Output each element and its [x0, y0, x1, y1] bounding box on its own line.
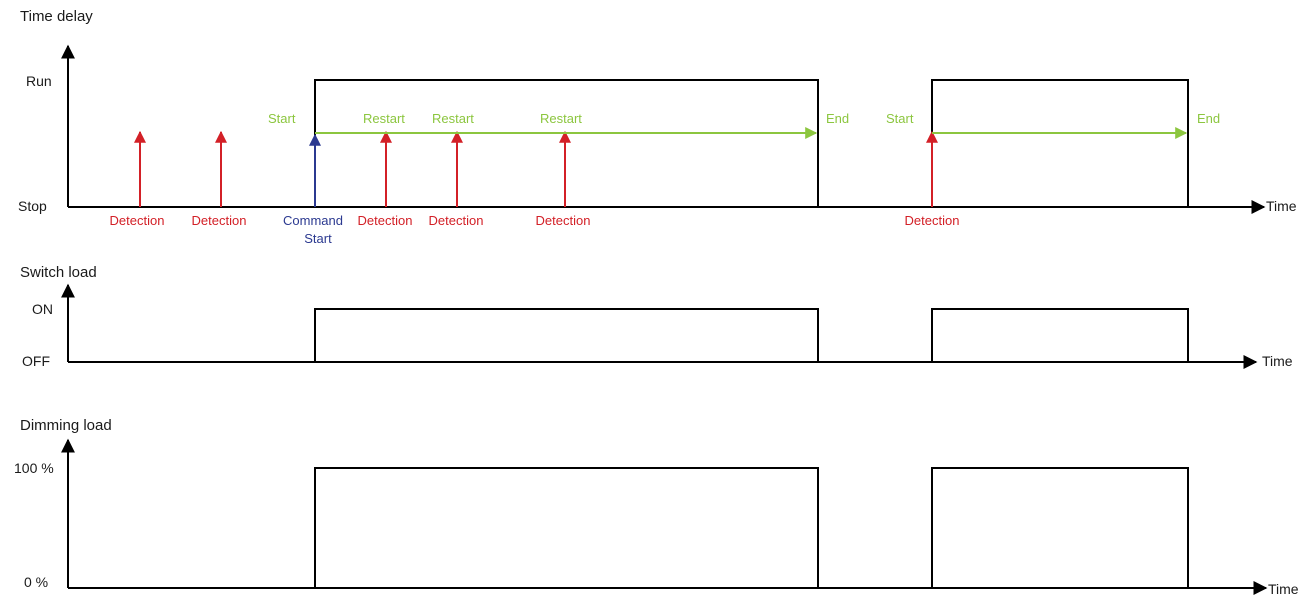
dimming-load-panel: Dimming load 100 % 0 % Time	[14, 417, 1299, 597]
run-label: Run	[26, 73, 52, 89]
stop-label: Stop	[18, 198, 47, 214]
switch-load-trace	[68, 308, 1254, 363]
run-state-trace	[68, 79, 1260, 208]
off-label: OFF	[22, 353, 50, 369]
100-percent-label: 100 %	[14, 460, 54, 476]
command-start-label: Start	[304, 231, 332, 246]
time-delay-x-label: Time	[1266, 198, 1297, 214]
restart-label: Restart	[432, 111, 474, 126]
time-delay-panel: Time delay Run Stop Time Start Restart R…	[18, 8, 1297, 246]
detection-label: Detection	[905, 213, 960, 228]
time-delay-title: Time delay	[20, 8, 93, 25]
restart-label: Restart	[363, 111, 405, 126]
switch-load-x-label: Time	[1262, 353, 1293, 369]
dimming-load-x-label: Time	[1268, 581, 1299, 597]
switch-load-title: Switch load	[20, 264, 97, 281]
detection-label: Detection	[358, 213, 413, 228]
start-label: Start	[268, 111, 296, 126]
detection-label: Detection	[192, 213, 247, 228]
switch-load-panel: Switch load ON OFF Time	[20, 264, 1293, 369]
on-label: ON	[32, 301, 53, 317]
start-label: Start	[886, 111, 914, 126]
end-label: End	[826, 111, 849, 126]
dimming-load-trace	[68, 467, 1264, 589]
detection-label: Detection	[110, 213, 165, 228]
end-label: End	[1197, 111, 1220, 126]
0-percent-label: 0 %	[24, 574, 48, 590]
dimming-load-title: Dimming load	[20, 417, 112, 434]
restart-label: Restart	[540, 111, 582, 126]
command-label: Command	[283, 213, 343, 228]
detection-label: Detection	[429, 213, 484, 228]
detection-label: Detection	[536, 213, 591, 228]
